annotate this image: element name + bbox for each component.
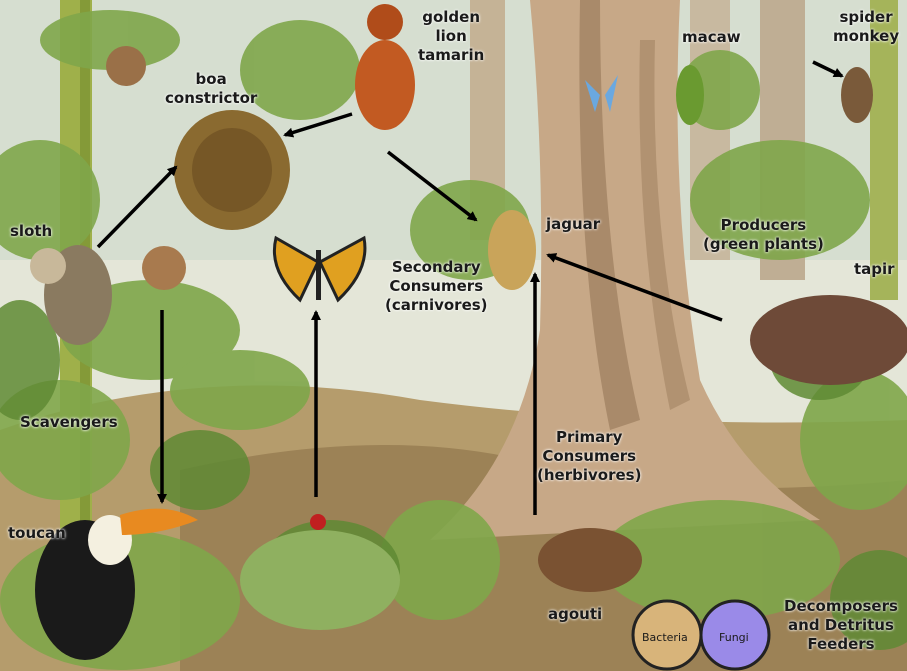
label-macaw: macaw bbox=[682, 28, 741, 46]
label-agouti: agouti bbox=[548, 605, 603, 623]
fruit bbox=[142, 246, 186, 290]
boa-pattern bbox=[192, 128, 272, 212]
label-fungi: Fungi bbox=[719, 631, 749, 644]
tapir-illustration bbox=[750, 295, 907, 385]
label-bacteria: Bacteria bbox=[642, 631, 688, 644]
kapok-tree-trunk bbox=[430, 0, 820, 540]
arrow-sloth-to-boa bbox=[96, 165, 178, 249]
label-scavengers: Scavengers bbox=[20, 413, 118, 431]
label-decomposers: Decomposers and Detritus Feeders bbox=[784, 597, 898, 653]
arrow-tapir-to-jaguar bbox=[546, 253, 723, 322]
label-jaguar: jaguar bbox=[546, 215, 601, 233]
golden-lion-tamarin-illustration bbox=[355, 40, 415, 130]
butterfly-illustration bbox=[272, 235, 367, 303]
fruit bbox=[106, 46, 146, 86]
label-primary-consumers: Primary Consumers (herbivores) bbox=[537, 428, 642, 484]
toucan-beak bbox=[120, 508, 198, 535]
right-tree-trunk bbox=[870, 0, 898, 300]
arrow-tamarin-to-boa bbox=[283, 112, 353, 138]
label-toucan: toucan bbox=[8, 524, 66, 542]
jaguar-illustration bbox=[488, 210, 536, 290]
fungi-circle bbox=[699, 599, 771, 671]
agouti-illustration bbox=[538, 528, 642, 592]
label-sloth: sloth bbox=[10, 222, 53, 240]
spider-monkey-illustration bbox=[841, 67, 873, 123]
label-tapir: tapir bbox=[854, 260, 895, 278]
sloth-head bbox=[30, 248, 66, 284]
bromeliad-flower bbox=[310, 514, 326, 530]
label-producers: Producers (green plants) bbox=[703, 216, 824, 253]
label-golden-lion-tamarin: golden lion tamarin bbox=[418, 8, 485, 64]
blue-butterfly bbox=[585, 75, 618, 112]
arrow-tamarin-to-jaguar bbox=[386, 150, 478, 222]
bromeliad-illustration bbox=[240, 530, 400, 630]
macaw-illustration bbox=[676, 65, 704, 125]
arrow-macaw-to-spider-monkey bbox=[812, 60, 844, 78]
label-boa-constrictor: boa constrictor bbox=[165, 70, 258, 107]
tamarin-head bbox=[367, 4, 403, 40]
food-web-arrows bbox=[96, 60, 844, 515]
toucan-throat bbox=[88, 515, 132, 565]
label-spider-monkey: spider monkey bbox=[833, 8, 900, 45]
trunk-shading bbox=[639, 40, 690, 410]
label-secondary-consumers: Secondary Consumers (carnivores) bbox=[385, 258, 488, 314]
